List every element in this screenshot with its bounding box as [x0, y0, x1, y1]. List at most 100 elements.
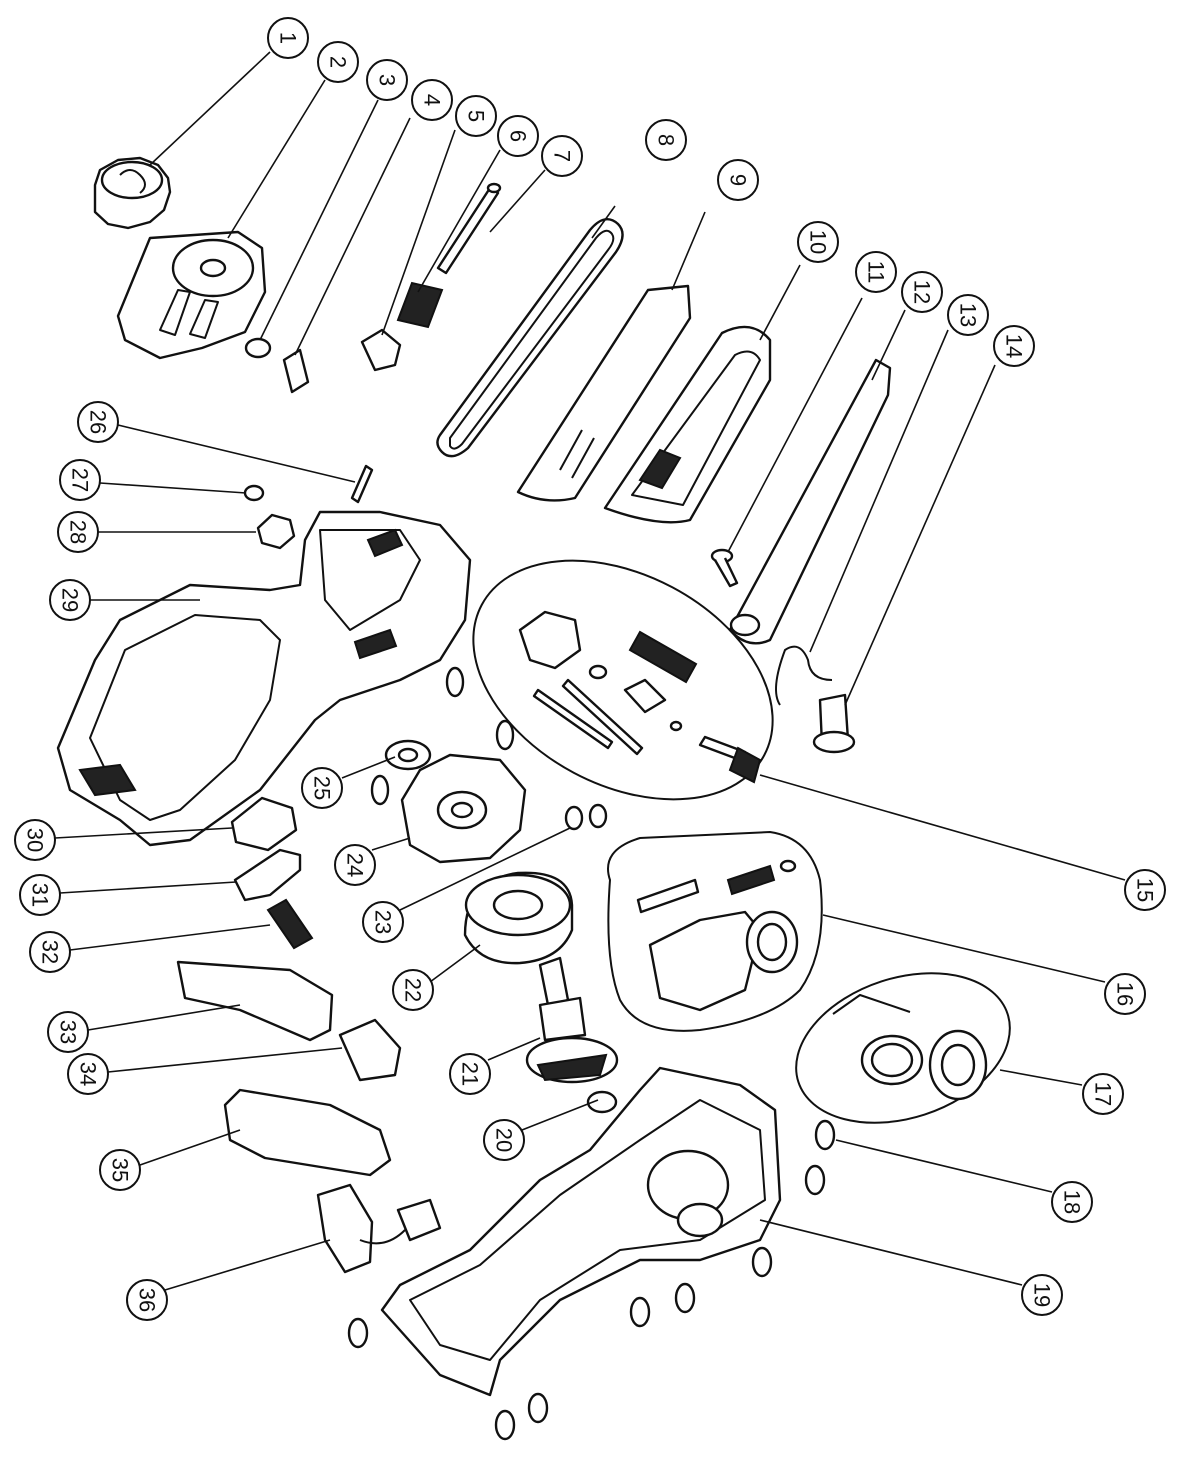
- callout-26: 26: [77, 401, 119, 443]
- callout-1: 1: [267, 17, 309, 59]
- group-16-parts: [636, 859, 799, 1012]
- callout-36: 36: [126, 1279, 168, 1321]
- callout-15: 15: [1124, 869, 1166, 911]
- part-9-bar: [516, 284, 692, 502]
- svg-text:15: 15: [1133, 878, 1158, 902]
- group-15-outline: [472, 559, 774, 801]
- part-27-ring: [243, 484, 265, 502]
- callout-18: 18: [1051, 1181, 1093, 1223]
- leader-lines: [54, 51, 1126, 1291]
- svg-text:6: 6: [506, 130, 531, 142]
- part-20-washer: [586, 1090, 618, 1114]
- callout-25: 25: [301, 767, 343, 809]
- callout-27: 27: [59, 459, 101, 501]
- callout-23: 23: [362, 901, 404, 943]
- callout-10: 10: [797, 221, 839, 263]
- part-4-pin: [282, 348, 310, 394]
- part-21-shaft-gear: [525, 956, 619, 1084]
- callout-30: 30: [14, 819, 56, 861]
- callout-3: 3: [366, 59, 408, 101]
- group-17-parts: [832, 994, 988, 1101]
- svg-text:26: 26: [86, 410, 111, 434]
- part-30-switch: [230, 796, 298, 852]
- part-29-housing: [56, 510, 472, 847]
- callout-29: 29: [49, 579, 91, 621]
- part-32-spring: [266, 898, 314, 950]
- callout-bubbles: 1 2 3 4 5 6 7 8 9 10 11 12 13 14 15 16 1…: [14, 17, 1166, 1321]
- callout-16: 16: [1104, 973, 1146, 1015]
- part-8-chain: [436, 218, 624, 458]
- part-26-pin: [350, 464, 374, 504]
- svg-text:3: 3: [375, 74, 400, 86]
- part-6-spring: [396, 281, 444, 329]
- svg-text:21: 21: [458, 1062, 483, 1086]
- group-17-outline: [795, 972, 1011, 1124]
- callout-11: 11: [855, 251, 897, 293]
- svg-text:14: 14: [1002, 334, 1027, 358]
- svg-text:11: 11: [864, 261, 889, 284]
- part-33-cover: [176, 960, 334, 1042]
- callout-7: 7: [541, 135, 583, 177]
- svg-text:18: 18: [1060, 1190, 1085, 1214]
- svg-text:20: 20: [492, 1128, 517, 1152]
- part-1-knob: [93, 156, 172, 230]
- part-13-spring: [775, 645, 833, 706]
- svg-text:2: 2: [326, 56, 351, 68]
- svg-text:31: 31: [28, 883, 53, 907]
- part-19-lower-housing: [380, 1066, 782, 1397]
- callout-20: 20: [483, 1119, 525, 1161]
- callout-6: 6: [497, 115, 539, 157]
- callout-14: 14: [993, 325, 1035, 367]
- svg-text:5: 5: [464, 110, 489, 122]
- svg-text:22: 22: [401, 978, 426, 1002]
- callout-28: 28: [57, 511, 99, 553]
- svg-text:10: 10: [806, 230, 831, 254]
- group-16-outline: [607, 830, 823, 1032]
- callout-8: 8: [645, 119, 687, 161]
- part-23-screws: [564, 803, 608, 831]
- part-34-switch: [338, 1018, 402, 1082]
- callout-24: 24: [334, 844, 376, 886]
- svg-text:9: 9: [726, 174, 751, 186]
- part-28-nut: [256, 513, 296, 550]
- svg-text:27: 27: [68, 468, 93, 492]
- callout-34: 34: [67, 1053, 109, 1095]
- svg-text:7: 7: [550, 150, 575, 162]
- svg-text:24: 24: [343, 853, 368, 877]
- part-5-block: [360, 328, 402, 372]
- part-24-gear-housing: [400, 753, 527, 864]
- svg-text:8: 8: [654, 134, 679, 146]
- svg-text:4: 4: [420, 94, 445, 106]
- callout-35: 35: [99, 1149, 141, 1191]
- callout-9: 9: [717, 159, 759, 201]
- svg-text:23: 23: [371, 910, 396, 934]
- group-15-parts: [518, 610, 762, 784]
- callout-17: 17: [1082, 1073, 1124, 1115]
- part-31-trigger: [233, 848, 302, 902]
- parts-drawings: [56, 156, 1011, 1441]
- svg-text:32: 32: [38, 940, 63, 964]
- svg-text:17: 17: [1091, 1082, 1116, 1106]
- part-11-bolt: [710, 548, 739, 588]
- callout-32: 32: [29, 931, 71, 973]
- part-35-housing-part: [223, 1088, 392, 1177]
- svg-text:12: 12: [910, 280, 935, 304]
- small-screws: [347, 666, 836, 1441]
- svg-text:36: 36: [135, 1288, 160, 1312]
- svg-text:29: 29: [58, 588, 83, 612]
- part-7-rod: [436, 182, 502, 275]
- svg-text:30: 30: [23, 828, 48, 852]
- part-22-ring: [463, 871, 574, 965]
- svg-text:28: 28: [66, 520, 91, 544]
- part-3-ring: [244, 337, 272, 359]
- callout-4: 4: [411, 79, 453, 121]
- svg-text:16: 16: [1113, 982, 1138, 1006]
- callout-12: 12: [901, 271, 943, 313]
- svg-text:25: 25: [310, 776, 335, 800]
- part-2-cover: [116, 230, 267, 360]
- callout-2: 2: [317, 41, 359, 83]
- svg-text:13: 13: [956, 303, 981, 327]
- callout-22: 22: [392, 969, 434, 1011]
- callout-33: 33: [47, 1011, 89, 1053]
